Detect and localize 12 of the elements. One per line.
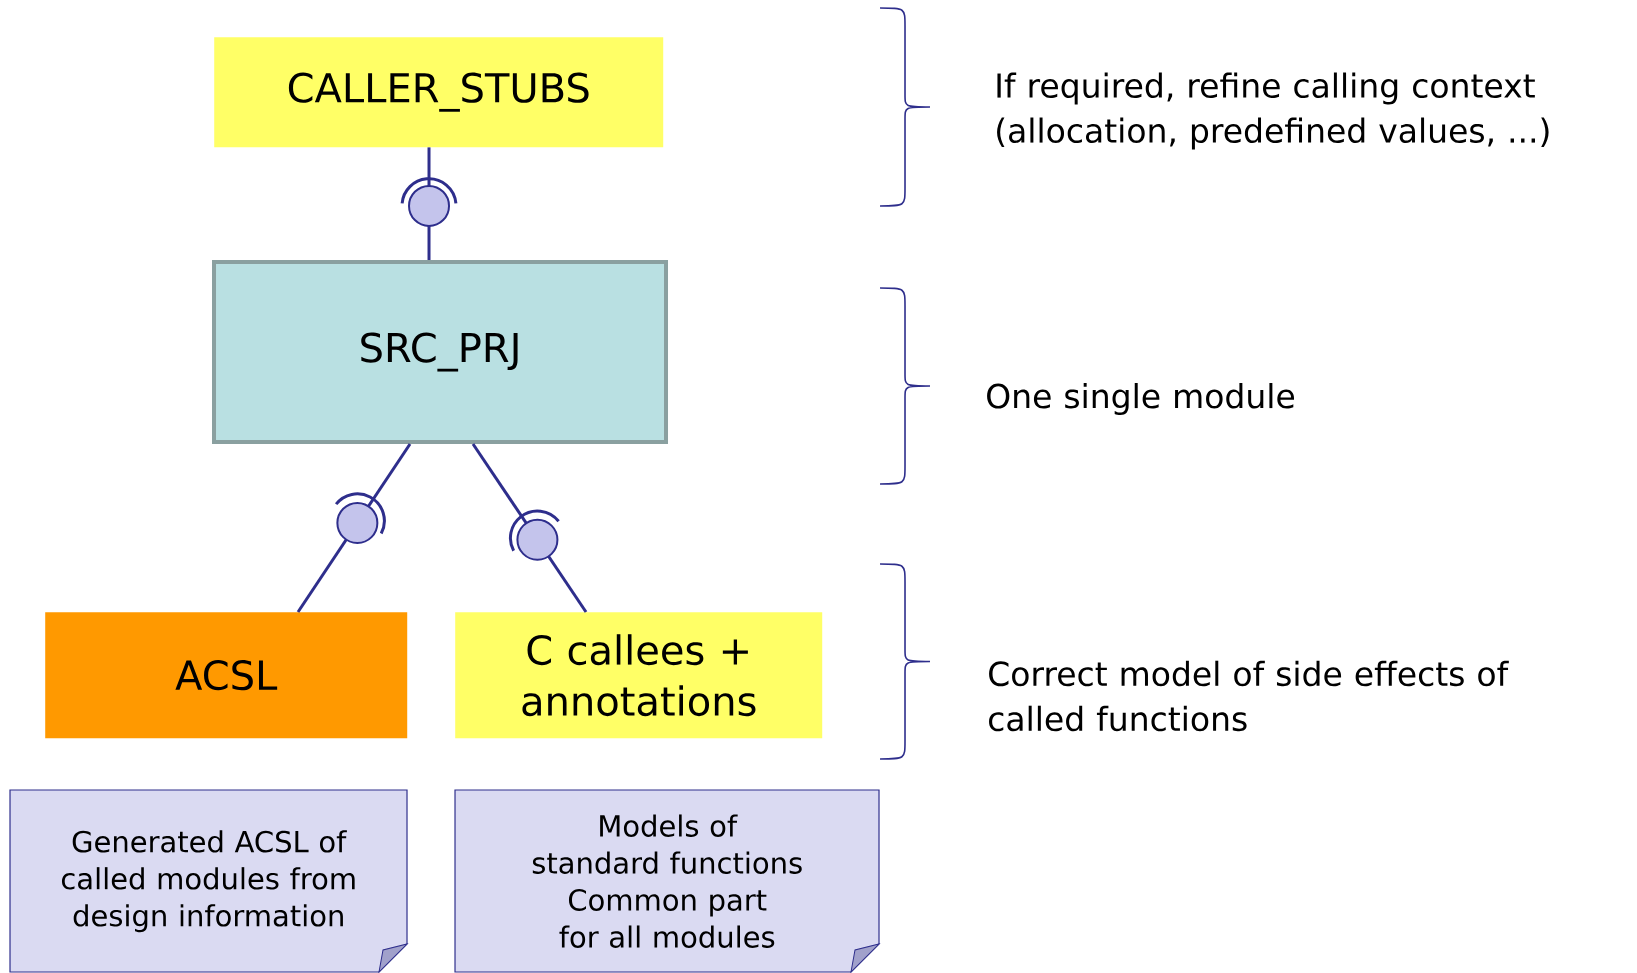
- annotation-text: Correct model of side effects of called functions: [989, 660, 1509, 732]
- note-box: Generated ACSL of called modules from design information: [9, 789, 408, 973]
- annotation-text: One single module: [987, 383, 1294, 415]
- connector: [296, 443, 412, 613]
- module-box: CALLER_STUBS: [214, 37, 664, 148]
- annotation-text: If required, refine calling context (allocation, predefined values, ...): [997, 72, 1549, 150]
- module-box: SRC_PRJ: [212, 260, 668, 444]
- module-box: C callees + annotations: [455, 612, 823, 739]
- note-box: Models of standard functions Common part for all modules: [454, 789, 880, 973]
- connector: [400, 147, 458, 260]
- module-box: ACSL: [45, 612, 408, 739]
- connector: [471, 443, 588, 613]
